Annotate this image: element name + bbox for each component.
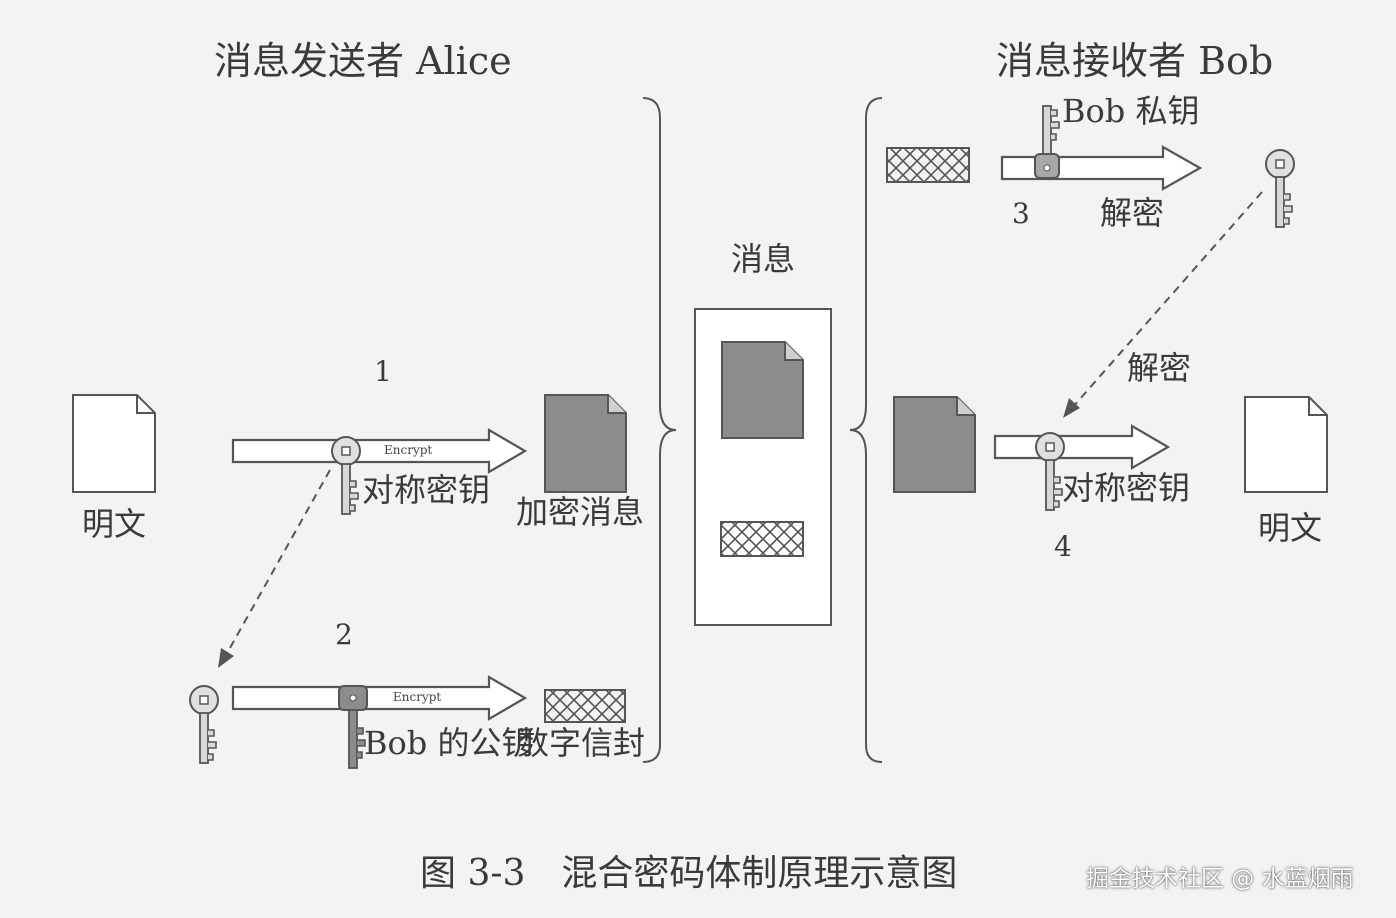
bob-envelope-icon (886, 147, 970, 183)
symmetric-key-label: 对称密钥 (362, 471, 491, 509)
encrypt-arrow-2 (231, 675, 528, 721)
bob-encrypted-doc-icon (893, 396, 976, 493)
bob-public-key-on-arrow-icon (338, 685, 368, 769)
left-brace (642, 97, 677, 763)
encrypt-tag-1: Encrypt (384, 443, 433, 457)
bob-plaintext-label: 明文 (1258, 509, 1323, 547)
decrypt-arrow-4 (993, 424, 1171, 470)
bob-public-key-label: Bob 的公钥 (364, 724, 534, 762)
decrypt-label-3: 解密 (1100, 194, 1165, 232)
watermark: 掘金技术社区 @ 水蓝烟雨 (1086, 866, 1354, 892)
recovered-symmetric-key-icon (1265, 149, 1295, 228)
digital-envelope-icon (544, 689, 626, 723)
bob-private-key-label: Bob 私钥 (1062, 92, 1200, 130)
sender-title: 消息发送者 Alice (214, 39, 512, 83)
right-brace (849, 97, 883, 763)
receiver-title: 消息接收者 Bob (996, 39, 1274, 83)
dashed-arrow-key-transfer (218, 469, 331, 668)
decrypt-arrow-3 (1000, 145, 1203, 191)
message-encrypted-doc-icon (721, 341, 804, 439)
step-2: 2 (335, 618, 353, 651)
symmetric-key-icon (331, 436, 361, 515)
encrypt-arrow-1 (231, 428, 528, 474)
step-3: 3 (1012, 197, 1030, 230)
encrypted-message-label: 加密消息 (516, 493, 645, 531)
bob-plaintext-doc-icon (1244, 396, 1328, 493)
digital-envelope-label: 数字信封 (517, 724, 646, 762)
figure-caption: 图 3-3 混合密码体制原理示意图 (420, 853, 958, 894)
message-envelope-icon (720, 521, 804, 557)
encrypt-tag-2: Encrypt (393, 690, 442, 704)
middle-title: 消息 (731, 240, 796, 278)
alice-plaintext-doc-icon (72, 394, 156, 493)
bob-symmetric-key-label: 对称密钥 (1062, 469, 1191, 507)
bob-private-key-icon (1034, 105, 1060, 179)
step-4: 4 (1054, 530, 1072, 563)
bob-public-key-icon (189, 685, 219, 764)
decrypt-label-dashed: 解密 (1127, 349, 1192, 387)
encrypted-message-doc-icon (544, 394, 627, 493)
bob-symmetric-key-icon (1035, 432, 1065, 511)
step-1: 1 (374, 355, 392, 388)
dashed-arrow-key-return (1063, 191, 1263, 418)
alice-plaintext-label: 明文 (82, 505, 147, 543)
